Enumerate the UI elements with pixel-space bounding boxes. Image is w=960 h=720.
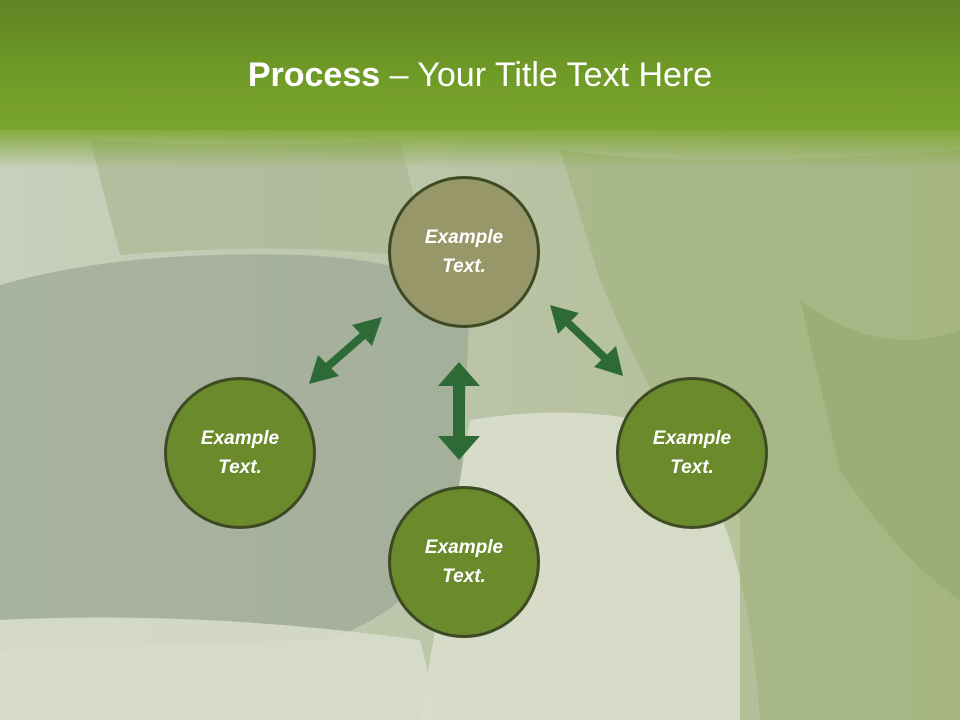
node-bottom-line1: Example — [424, 537, 504, 558]
node-top-line1: Example — [424, 227, 504, 248]
process-node-right: Example Text. — [616, 377, 768, 529]
process-node-bottom: Example Text. — [388, 486, 540, 638]
title-bar — [0, 0, 960, 130]
node-right-line2: Text. — [670, 457, 714, 478]
process-node-left: Example Text. — [164, 377, 316, 529]
double-arrow-center — [438, 362, 480, 460]
node-right-line1: Example — [652, 428, 732, 449]
slide-title: Process – Your Title Text Here — [0, 52, 960, 98]
title-bold: Process — [247, 56, 381, 94]
double-arrow-right — [550, 305, 623, 376]
node-bottom-line2: Text. — [442, 566, 486, 587]
node-top-line2: Text. — [442, 256, 486, 277]
node-left-line2: Text. — [218, 457, 262, 478]
title-bar-fade — [0, 128, 960, 168]
double-arrow-left — [309, 317, 382, 384]
process-node-top: Example Text. — [388, 176, 540, 328]
node-left-line1: Example — [200, 428, 280, 449]
title-rest: – Your Title Text Here — [380, 56, 713, 94]
